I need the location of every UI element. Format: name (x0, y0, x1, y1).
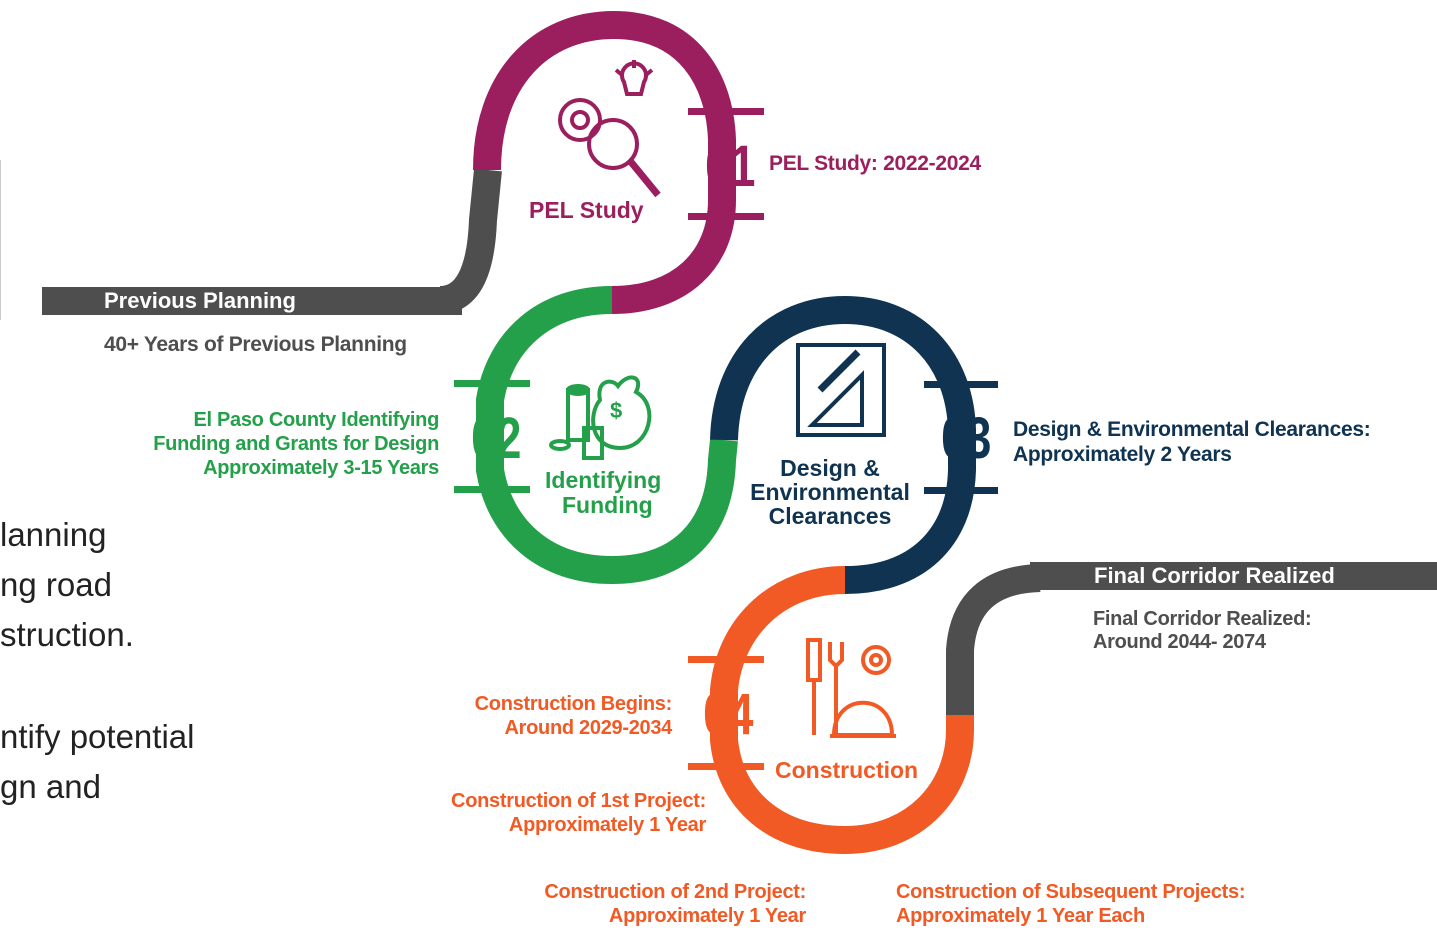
construction-tick-top (688, 656, 764, 663)
pel-title: PEL Study (529, 197, 644, 223)
design-title: Design & Environmental Clearances (740, 456, 920, 528)
funding-number: 02 (471, 406, 522, 471)
funding-label-line3: Approximately 3-15 Years (203, 457, 439, 479)
slide-edge (0, 160, 15, 320)
final-corridor-bar (1030, 562, 1437, 590)
background-text-line2: ng road (0, 566, 112, 603)
construction-arc (710, 566, 974, 855)
background-text-line1: lanning (0, 516, 107, 553)
previous-planning-note: 40+ Years of Previous Planning (104, 333, 407, 356)
construction-begins-label: Construction Begins: Around 2029-2034 (372, 692, 673, 740)
construction-subsequent-line2: Approximately 1 Year Each (896, 905, 1145, 927)
design-label-line2: Approximately 2 Years (1013, 443, 1232, 466)
construction-first-line1: Construction of 1st Project: (451, 790, 706, 812)
design-label-line1: Design & Environmental Clearances: (1013, 418, 1371, 441)
previous-planning-bar (42, 287, 462, 315)
background-text-line4: ntify potential (0, 718, 195, 755)
pel-arc (473, 10, 736, 314)
design-title-line2: Environmental (750, 479, 910, 505)
design-title-line1: Design & (780, 455, 880, 481)
background-text-line5: gn and (0, 768, 101, 805)
funding-title-line1: Identifying (545, 467, 662, 493)
gear-magnifier-icon (558, 60, 661, 198)
funding-label-line1: El Paso County Identifying (193, 409, 439, 431)
final-corridor-bar-label: Final Corridor Realized (1094, 563, 1335, 588)
construction-number: 04 (703, 682, 754, 747)
design-number: 03 (941, 406, 992, 471)
design-arc (710, 295, 976, 594)
construction-first-label: Construction of 1st Project: Approximate… (366, 789, 706, 837)
dollar-icon: $ (610, 398, 622, 423)
design-tick-top (924, 381, 998, 388)
pel-tick-bottom (688, 213, 764, 220)
money-bag-icon (549, 375, 652, 460)
blueprint-icon (796, 343, 886, 437)
funding-tick-bottom (454, 486, 530, 493)
funding-label: El Paso County Identifying Funding and G… (79, 408, 439, 480)
construction-second-line2: Approximately 1 Year (608, 905, 806, 927)
construction-tick-bottom (688, 763, 764, 770)
design-tick-bottom (924, 487, 998, 494)
final-corridor-note-line1: Final Corridor Realized: (1093, 608, 1312, 630)
construction-begins-line1: Construction Begins: (474, 693, 673, 715)
previous-planning-bar-label: Previous Planning (104, 288, 296, 313)
final-corridor-note-line2: Around 2044- 2074 (1093, 631, 1266, 653)
funding-label-line2: Funding and Grants for Design (153, 433, 439, 455)
construction-subsequent-line1: Construction of Subsequent Projects: (896, 881, 1246, 903)
funding-tick-top (454, 380, 530, 387)
construction-tools-icon (806, 638, 896, 738)
design-title-line3: Clearances (768, 503, 892, 529)
final-corridor-connector (946, 564, 1041, 715)
construction-second-label: Construction of 2nd Project: Approximate… (466, 880, 806, 928)
background-text-line3: struction. (0, 616, 134, 653)
previous-planning-connector (438, 168, 502, 314)
funding-title-line2: Funding (562, 492, 653, 518)
pel-tick-top (688, 108, 764, 115)
construction-begins-line2: Around 2029-2034 (504, 717, 673, 739)
pel-label: PEL Study: 2022-2024 (769, 152, 981, 175)
funding-arc (476, 286, 738, 585)
construction-first-line2: Approximately 1 Year (508, 814, 706, 836)
construction-second-line1: Construction of 2nd Project: (544, 881, 806, 903)
construction-title: Construction (775, 757, 919, 783)
pel-number: 01 (705, 134, 756, 199)
